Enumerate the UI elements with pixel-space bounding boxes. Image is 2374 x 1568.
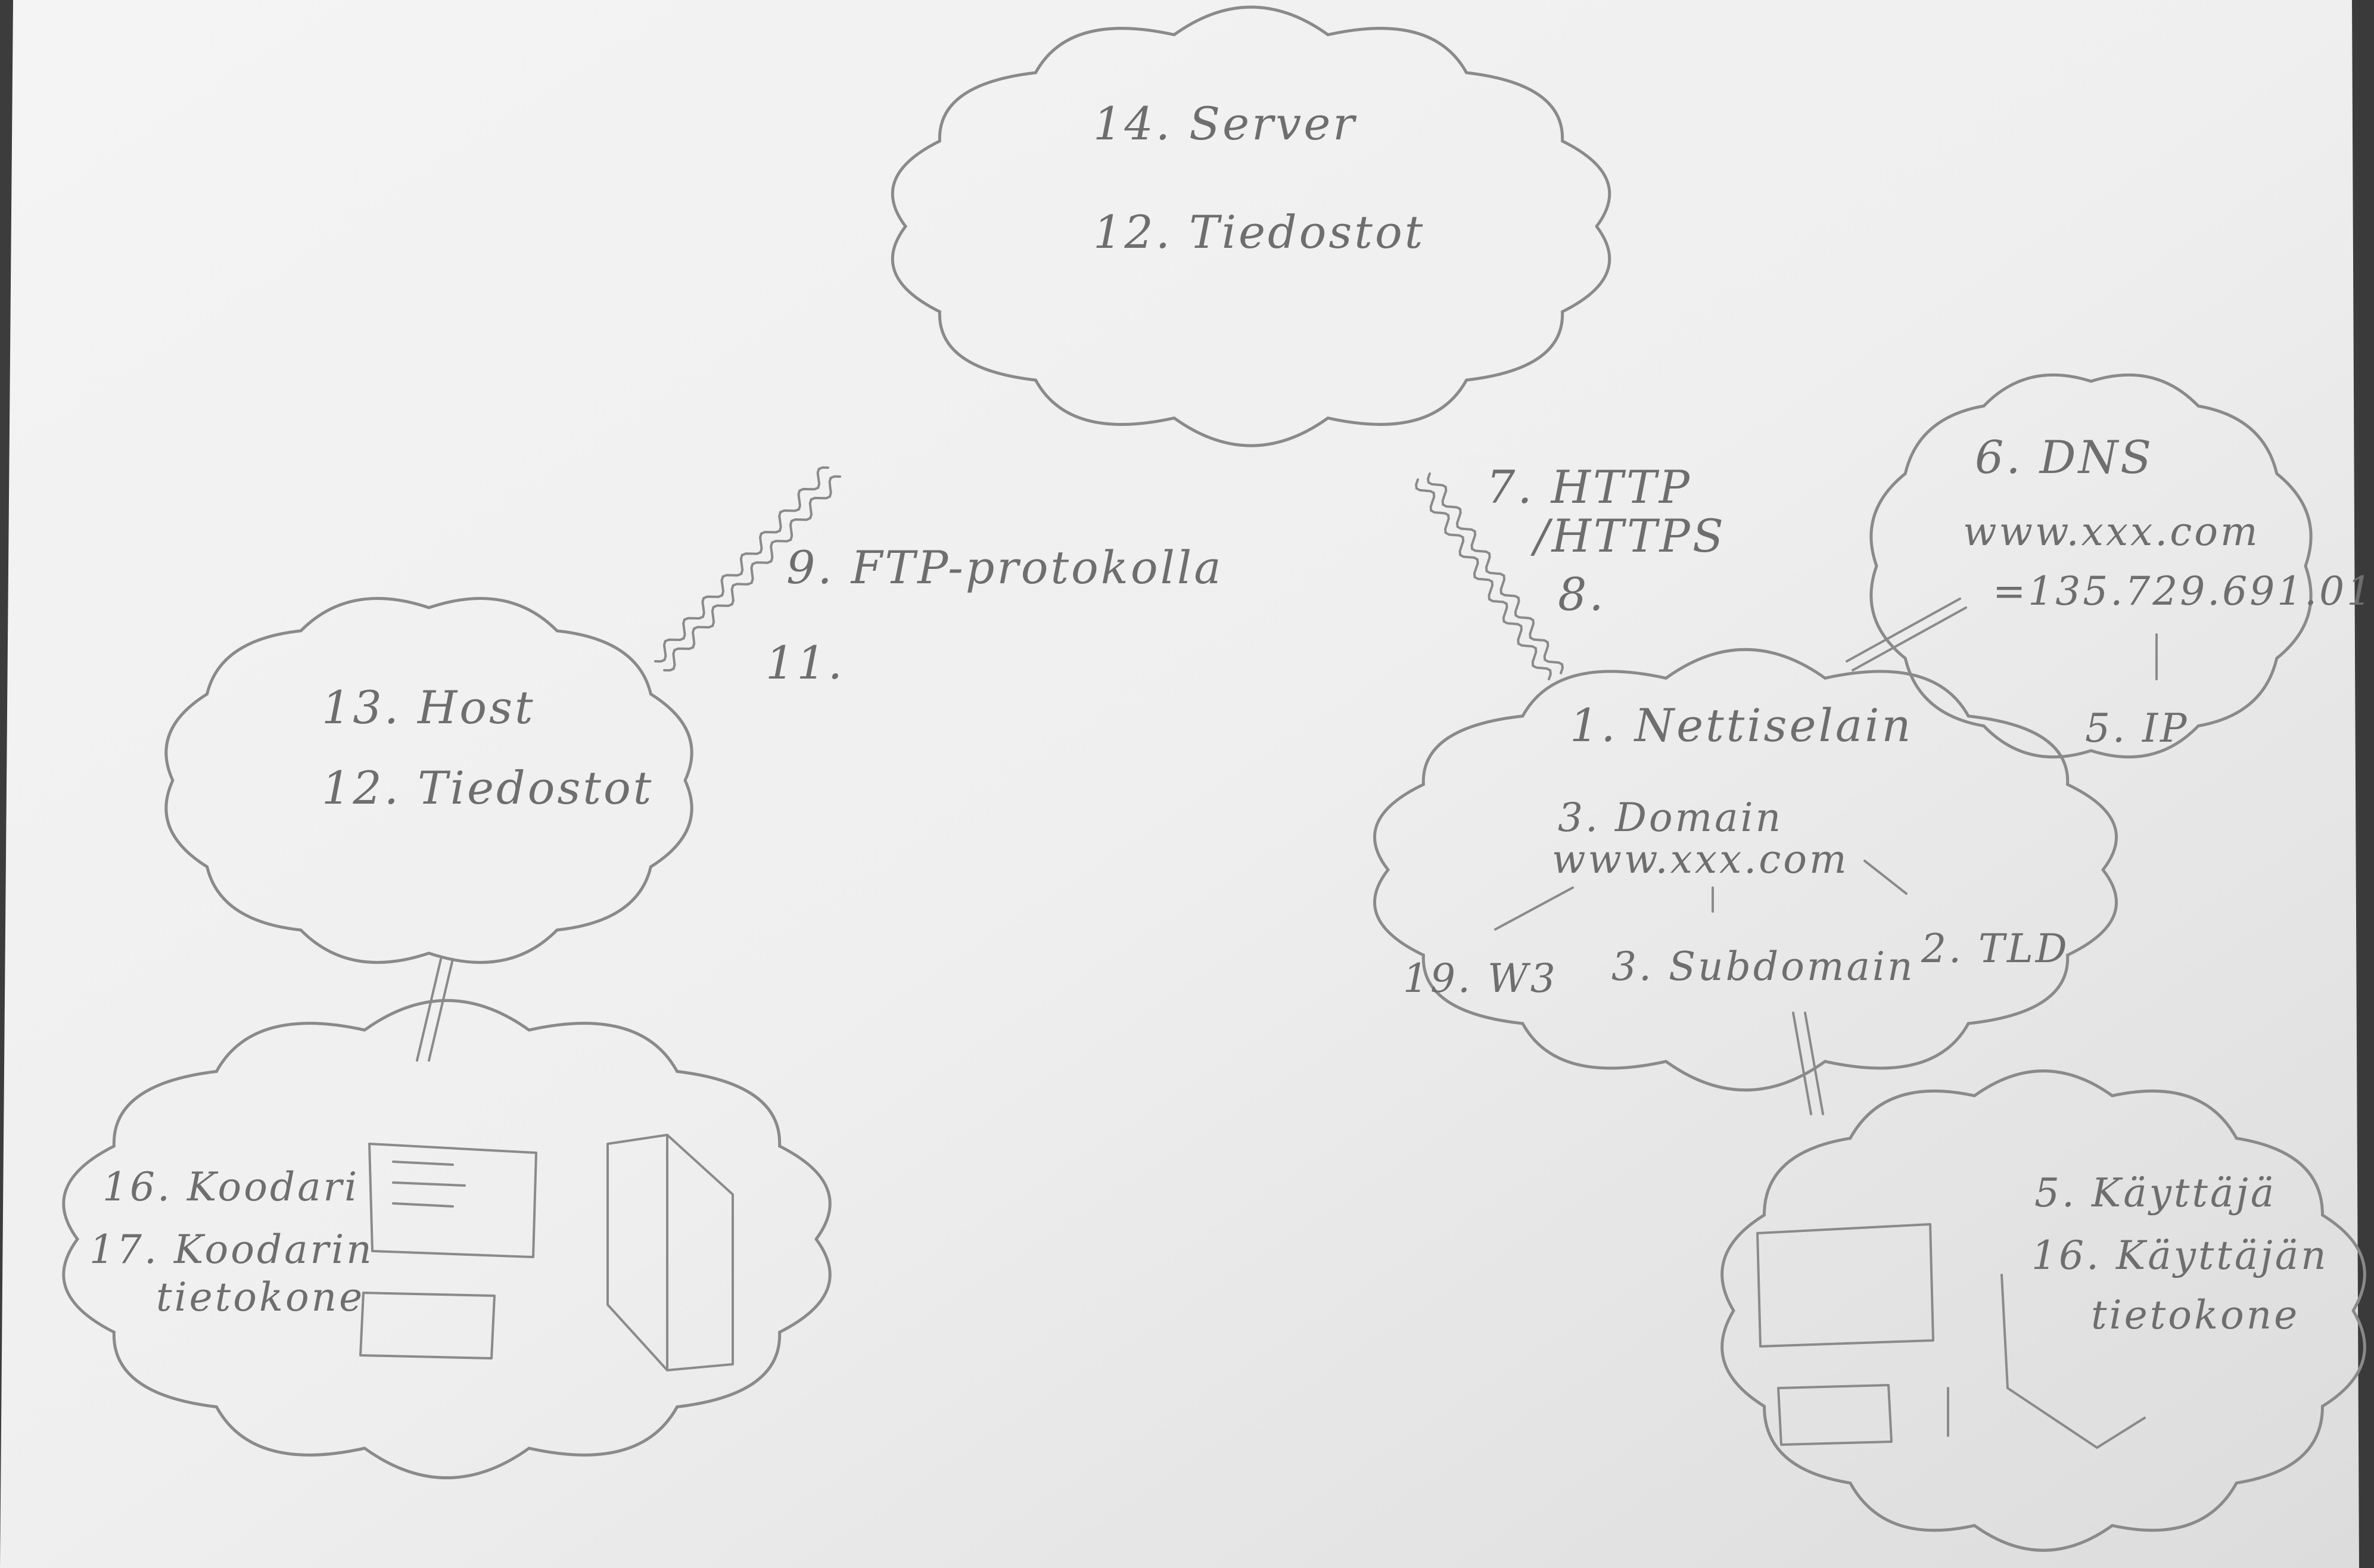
- http-wavy-line-a: [1415, 478, 1552, 680]
- domain-branches: [1494, 860, 1908, 931]
- server-files: 12. Tiedostot: [1093, 206, 1426, 259]
- user-computer-line2: tietokone: [2091, 1292, 2300, 1338]
- ftp-wavy-line-a: [654, 466, 829, 663]
- dns-ip-value: =135.729.691.01: [1993, 568, 2374, 614]
- user-label: 5. Käyttäjä: [2034, 1170, 2277, 1216]
- subdomain-label: 3. Subdomain: [1611, 944, 1915, 990]
- server-cloud: [891, 5, 1611, 447]
- user-computer-line1: 16. Käyttäjän: [2031, 1233, 2329, 1278]
- host-coder-link: [416, 958, 454, 1062]
- coder-label: 16. Koodari: [102, 1164, 360, 1210]
- user-keyboard-sketch: [1777, 1384, 1949, 1446]
- browser-title: 1. Nettiselain: [1570, 699, 1913, 752]
- server-title: 14. Server: [1093, 97, 1357, 150]
- dns-ip-label: 5. IP: [2085, 705, 2189, 751]
- coder-computer-line1: 17. Koodarin: [89, 1227, 374, 1273]
- http-wavy-line-b: [1427, 472, 1564, 674]
- coder-cloud: [62, 998, 832, 1480]
- coder-monitor-sketch: [368, 1143, 537, 1258]
- coder-tower-sketch: [606, 1134, 734, 1371]
- dns-link: [1846, 598, 1967, 671]
- user-monitor-sketch: [1756, 1223, 1934, 1348]
- dns-cloud: [1869, 373, 2313, 759]
- coder-computer-line2: tietokone: [156, 1274, 365, 1320]
- host-cloud: [164, 597, 693, 964]
- dns-url: www.xxx.com: [1963, 509, 2260, 555]
- domain-value: www.xxx.com: [1552, 836, 1849, 882]
- tld-label: 2. TLD: [1921, 926, 2070, 972]
- w3-label: 19. W3: [1403, 956, 1558, 1001]
- dns-title: 6. DNS: [1975, 431, 2154, 484]
- browser-user-link: [1792, 1012, 1824, 1115]
- user-desk-sketch: [2000, 1274, 2146, 1449]
- host-title: 13. Host: [322, 681, 536, 734]
- http-label: 7. HTTP: [1486, 461, 1692, 514]
- ftp-step-label: 11.: [766, 636, 845, 689]
- https-label: /HTTPS: [1534, 509, 1726, 562]
- host-files: 12. Tiedostot: [322, 761, 654, 814]
- ftp-label: 9. FTP-protokolla: [786, 541, 1224, 594]
- http-step-label: 8.: [1558, 568, 1606, 621]
- ftp-wavy-line-b: [663, 475, 841, 672]
- browser-cloud: [1373, 648, 2118, 1092]
- domain-label: 3. Domain: [1558, 795, 1784, 841]
- user-cloud: [1720, 1069, 2366, 1552]
- coder-keyboard-sketch: [359, 1292, 496, 1359]
